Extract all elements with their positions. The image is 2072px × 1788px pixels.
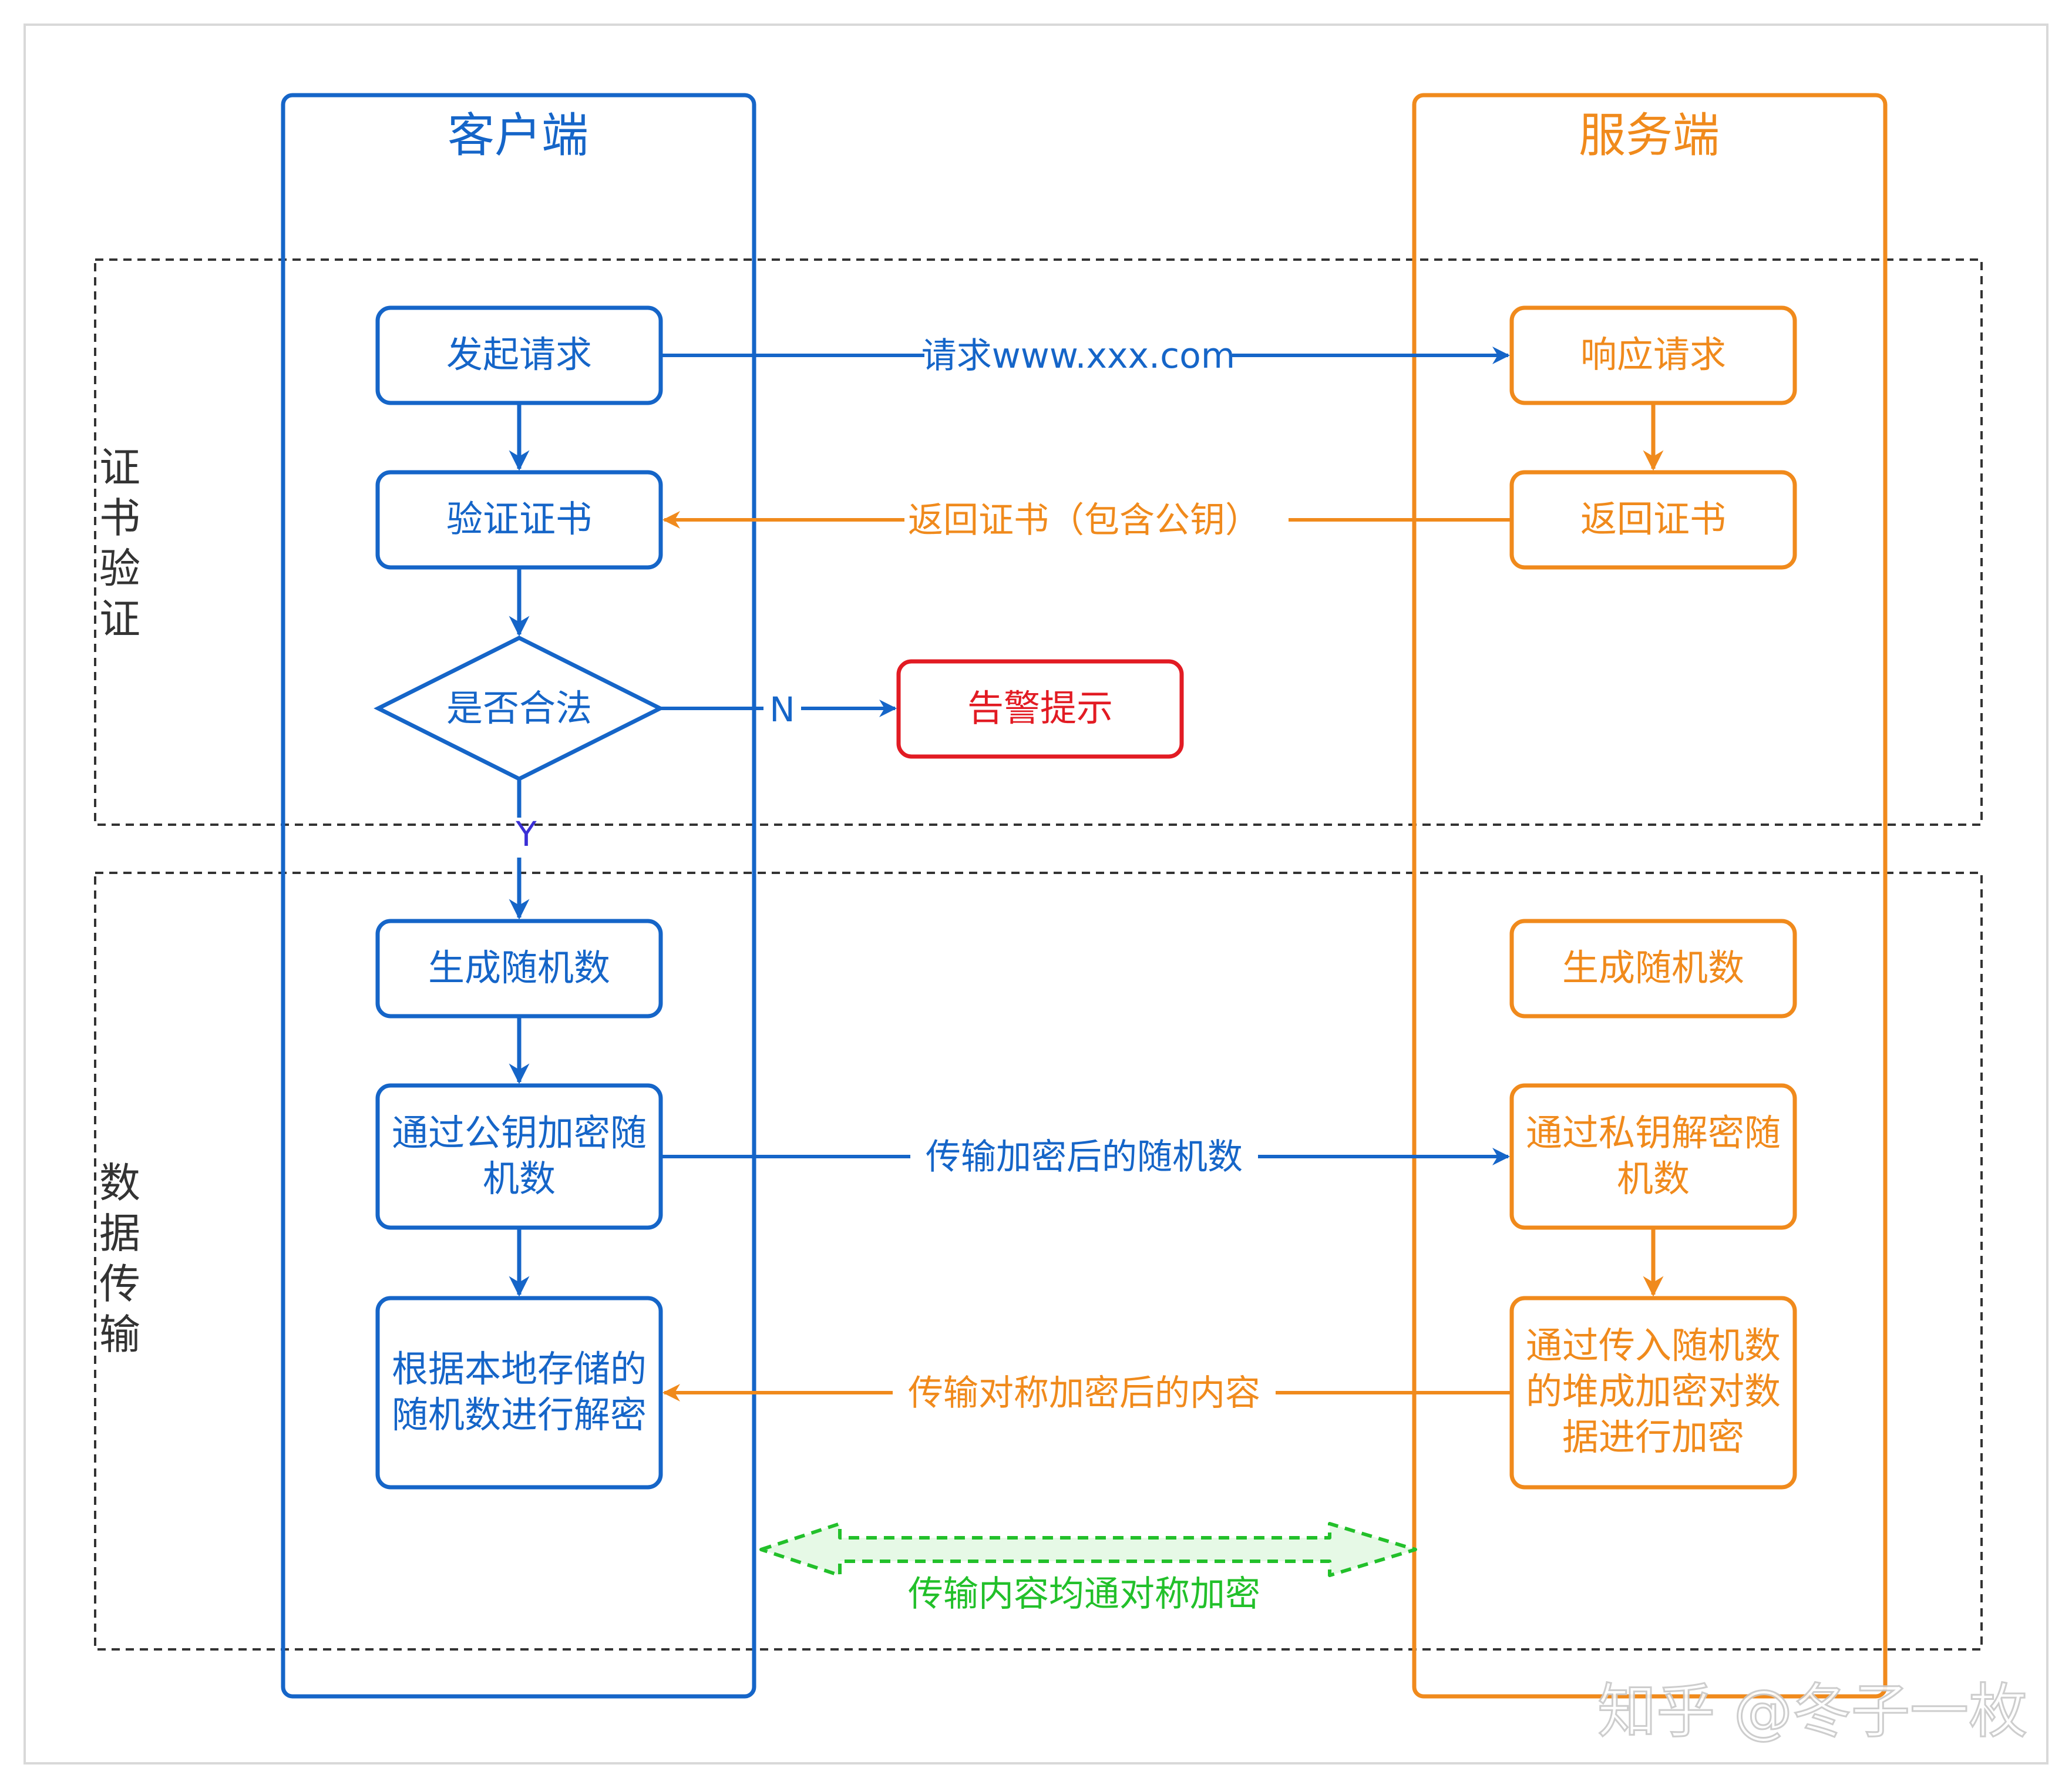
node-server-gen-random [1509,919,1797,1019]
node-decrypt-local-line: 随机数进行解密 [392,1393,647,1436]
node-client-gen-random-label: 生成随机数 [428,946,610,989]
section-data-char: 传 [99,1260,140,1308]
section-cert-char: 证 [99,443,140,492]
section-cert-label: 证 书 验 证 [99,443,140,643]
watermark: 知乎 @冬子一枚 [1597,1677,2027,1746]
edge-symmetric-label: 传输内容均通对称加密 [908,1574,1260,1615]
node-decrypt-random [1509,1083,1797,1230]
node-return-cert-label: 返回证书 [1580,498,1726,540]
outer-frame [23,23,2049,1765]
node-is-valid-label: 是否合法 [446,687,592,730]
section-data-char: 输 [99,1310,140,1359]
node-respond-request-label: 响应请求 [1580,333,1726,376]
node-encrypt-random-line: 机数 [483,1157,556,1200]
client-lane [281,93,756,1699]
symmetric-double-arrow [759,1522,1417,1577]
node-encrypt-data-line: 据进行加密 [1562,1416,1744,1458]
node-decrypt-local [375,1296,663,1490]
client-lane-title: 客户端 [448,108,588,163]
node-encrypt-random [375,1083,663,1230]
server-lane-title: 服务端 [1579,108,1720,163]
node-encrypt-data-line: 的堆成加密对数 [1526,1370,1781,1413]
node-verify-cert-label: 验证证书 [446,498,592,540]
edge-return-cert-label: 返回证书（包含公钥） [908,500,1260,541]
section-data-label: 数 据 传 输 [99,1159,140,1359]
section-cert-char: 验 [99,545,140,593]
edge-request-label: 请求www.xxx.com [921,335,1236,377]
section-cert-char: 书 [99,494,140,542]
section-data-char: 据 [99,1209,140,1258]
node-decrypt-random-line: 机数 [1617,1157,1690,1200]
node-alert-label: 告警提示 [967,687,1113,730]
node-decrypt-local-line: 根据本地存储的 [392,1347,647,1390]
edge-send-random-label: 传输加密后的随机数 [926,1137,1243,1178]
section-cert-char: 证 [99,595,140,643]
node-decrypt-random-line: 通过私钥解密随 [1526,1111,1781,1154]
node-encrypt-data-line: 通过传入随机数 [1526,1324,1781,1367]
node-alert [896,659,1184,759]
edge-no-label: N [769,690,795,730]
edge-yes-label: Y [515,814,537,854]
node-initiate-request-label: 发起请求 [446,333,592,376]
server-lane [1412,93,1888,1699]
section-data-char: 数 [99,1159,140,1207]
node-encrypt-random-line: 通过公钥加密随 [392,1111,647,1154]
edge-sym-label: 传输对称加密后的内容 [908,1373,1260,1414]
section-data-box [94,872,1983,1651]
node-server-gen-random-label: 生成随机数 [1562,946,1744,989]
